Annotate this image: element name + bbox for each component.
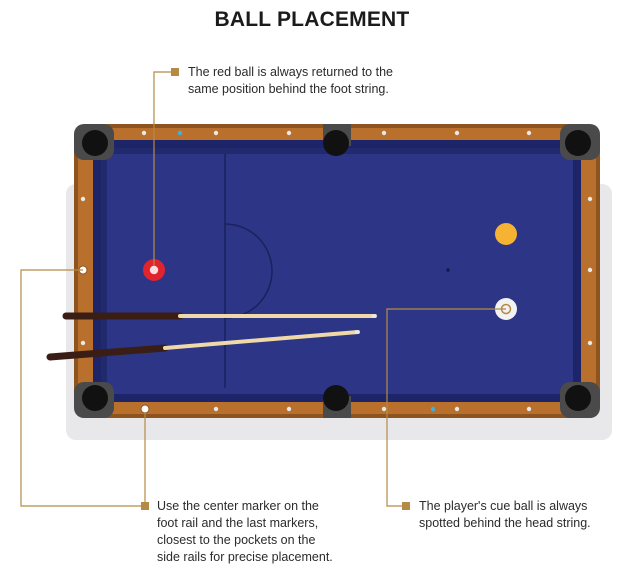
- leader-left-marker: [20, 269, 145, 507]
- callout-line: same position behind the foot string.: [188, 82, 389, 96]
- felt: [101, 148, 573, 394]
- callout-line: spotted behind the head string.: [419, 516, 591, 530]
- marker: [587, 196, 593, 202]
- marker: [454, 130, 460, 136]
- marker: [526, 406, 532, 412]
- marker-blue: [430, 406, 436, 412]
- yellow-ball: [495, 223, 517, 245]
- marker-blue: [177, 130, 183, 136]
- marker: [80, 340, 86, 346]
- marker: [587, 340, 593, 346]
- marker: [213, 130, 219, 136]
- pocket-bottom-left: [82, 385, 108, 411]
- d-arc: [224, 223, 273, 319]
- callout-line: Use the center marker on the: [157, 499, 319, 513]
- callout-line: The player's cue ball is always: [419, 499, 588, 513]
- callout-cue-ball: The player's cue ball is always spotted …: [419, 498, 591, 532]
- marker: [381, 130, 387, 136]
- foot-spot: [446, 268, 450, 272]
- pocket-top-left: [82, 130, 108, 156]
- pocket-bottom-middle: [323, 385, 349, 411]
- felt-edge-left: [101, 148, 107, 394]
- callout-red-ball: The red ball is always returned to the s…: [188, 64, 393, 98]
- marker: [213, 406, 219, 412]
- leader-red-ball: [153, 71, 172, 266]
- callout-line: The red ball is always returned to the: [188, 65, 393, 79]
- callout-center-marker: Use the center marker on the foot rail a…: [157, 498, 333, 566]
- pocket-bottom-right: [565, 385, 591, 411]
- marker: [526, 130, 532, 136]
- center-marker-highlight: [140, 404, 150, 414]
- callout-line: closest to the pockets on the: [157, 533, 316, 547]
- red-ball: [143, 259, 165, 281]
- callout-marker-cue-ball: [402, 502, 410, 510]
- pocket-top-right: [565, 130, 591, 156]
- marker: [80, 196, 86, 202]
- marker: [381, 406, 387, 412]
- page-title: BALL PLACEMENT: [214, 8, 410, 31]
- callout-line: side rails for precise placement.: [157, 550, 333, 564]
- leader-cue-ball: [386, 308, 506, 507]
- callout-marker-red-ball: [171, 68, 179, 76]
- cue-sticks: [46, 312, 377, 361]
- rail-markers: [78, 130, 593, 414]
- callout-line: foot rail and the last markers,: [157, 516, 319, 530]
- pocket-top-middle: [323, 130, 349, 156]
- callout-marker-center-marker: [141, 502, 149, 510]
- leader-lines: [20, 71, 506, 507]
- marker: [587, 267, 593, 273]
- marker: [286, 406, 292, 412]
- marker: [286, 130, 292, 136]
- marker: [454, 406, 460, 412]
- marker: [141, 130, 147, 136]
- cue-stick-lower: [46, 330, 360, 361]
